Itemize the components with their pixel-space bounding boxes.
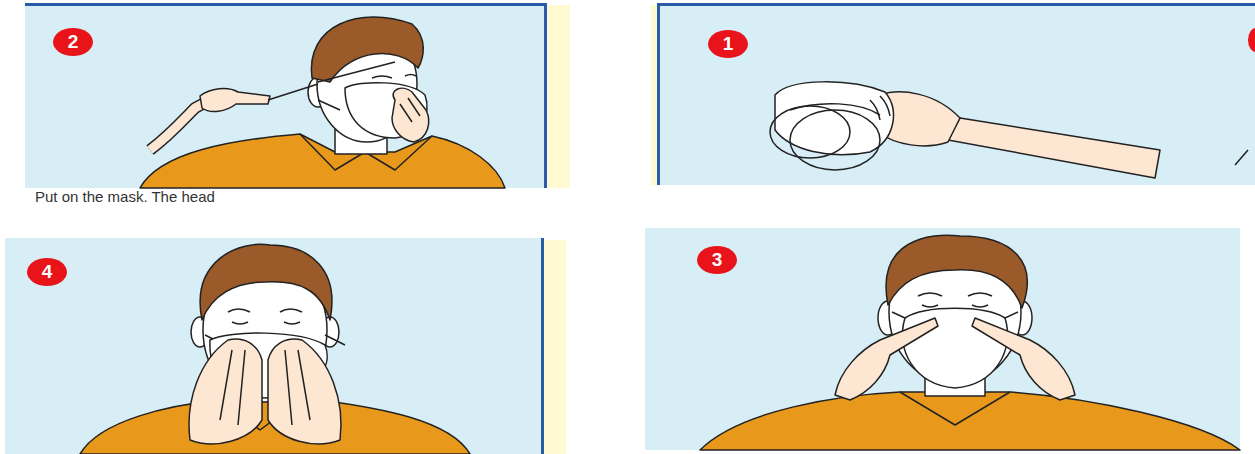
side-strip [547, 5, 570, 188]
callout-number: 3 [697, 246, 737, 274]
step-panel: 3 [645, 228, 1240, 450]
step-panel: 1 [657, 3, 1255, 185]
callout-number: 1 [708, 30, 748, 58]
callout-number: 4 [27, 258, 67, 286]
step-panel: 2 [25, 3, 547, 188]
step-panel: 4 [5, 238, 544, 454]
caption-text: Put on the mask. The head [35, 188, 215, 205]
callout-number: 2 [53, 28, 93, 56]
side-strip [544, 240, 566, 454]
